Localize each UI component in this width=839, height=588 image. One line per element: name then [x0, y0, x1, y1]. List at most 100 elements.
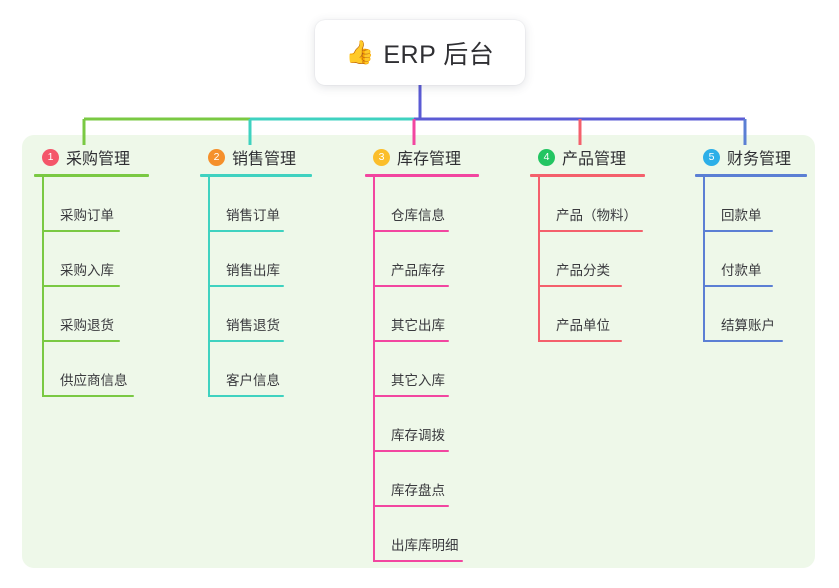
root-title: ERP 后台 [383, 40, 495, 69]
branch-number-badge: 1 [42, 148, 59, 166]
branch-item-list: 产品（物料） 产品分类产品单位 [522, 177, 645, 342]
branch-item-rule [703, 340, 783, 342]
branch-number-badge: 5 [703, 148, 720, 166]
branch-title: 库存管理 [397, 151, 462, 168]
branch-item-rule [208, 395, 284, 397]
branch-item-rule [208, 230, 284, 232]
branch-header-rule [34, 174, 149, 177]
branch-item-rule [42, 230, 120, 232]
branch-number-badge: 3 [373, 148, 390, 166]
branch-number-badge: 4 [538, 148, 555, 166]
branch-item[interactable]: 供应商信息 [26, 342, 149, 397]
branch-item-label: 回款单 [721, 208, 762, 223]
branch-item[interactable]: 付款单 [687, 232, 807, 287]
thumbs-up-icon: 👍 [345, 39, 375, 65]
branch-item-rule [373, 285, 449, 287]
branch-item-label: 产品单位 [556, 318, 610, 333]
branch-item-label: 采购入库 [60, 263, 114, 278]
branch-column-5: 5 财务管理回款单付款单结算账户 [687, 146, 807, 342]
branch-item[interactable]: 结算账户 [687, 287, 807, 342]
branch-item-rule [208, 340, 284, 342]
branch-item[interactable]: 客户信息 [192, 342, 312, 397]
branch-item-label: 采购退货 [60, 318, 114, 333]
branch-item-rule [208, 285, 284, 287]
branch-item-label: 产品（物料） [556, 208, 637, 223]
root-node[interactable]: 👍 ERP 后台 [315, 20, 525, 85]
branch-header-4[interactable]: 4 产品管理 [522, 146, 645, 168]
branch-item[interactable]: 其它入库 [357, 342, 479, 397]
branch-header-rule [695, 174, 807, 177]
branch-header-rule [200, 174, 312, 177]
branch-spine [703, 177, 705, 342]
branch-header-rule [530, 174, 645, 177]
branch-item-rule [373, 450, 449, 452]
branch-item[interactable]: 产品库存 [357, 232, 479, 287]
branch-spine [208, 177, 210, 397]
branch-item[interactable]: 出库库明细 [357, 507, 479, 562]
branch-item-rule [538, 340, 622, 342]
branch-item-rule [373, 395, 449, 397]
branch-column-4: 4 产品管理产品（物料） 产品分类产品单位 [522, 146, 645, 342]
branch-title: 产品管理 [562, 151, 627, 168]
branch-item-label: 销售出库 [226, 263, 280, 278]
branch-item-label: 客户信息 [226, 373, 280, 388]
branch-column-3: 3 库存管理仓库信息产品库存其它出库其它入库库存调拨库存盘点出库库明细 [357, 146, 479, 562]
branch-item[interactable]: 回款单 [687, 177, 807, 232]
branch-header-2[interactable]: 2 销售管理 [192, 146, 312, 168]
branch-number-badge: 2 [208, 148, 225, 166]
branch-title: 销售管理 [232, 151, 297, 168]
branch-item-label: 产品分类 [556, 263, 610, 278]
branches-panel [22, 135, 815, 568]
branch-item-label: 采购订单 [60, 208, 114, 223]
branch-item[interactable]: 库存调拨 [357, 397, 479, 452]
branch-column-2: 2 销售管理销售订单销售出库销售退货客户信息 [192, 146, 312, 397]
branch-title: 财务管理 [727, 151, 792, 168]
branch-item-list: 仓库信息产品库存其它出库其它入库库存调拨库存盘点出库库明细 [357, 177, 479, 562]
branch-item-label: 付款单 [721, 263, 762, 278]
branch-item-rule [703, 285, 773, 287]
branch-title: 采购管理 [66, 151, 131, 168]
branch-item[interactable]: 销售出库 [192, 232, 312, 287]
branch-item-rule [538, 285, 622, 287]
branch-item-rule [373, 340, 449, 342]
branch-item-rule [703, 230, 773, 232]
branch-item[interactable]: 采购订单 [26, 177, 149, 232]
branch-item-label: 销售退货 [226, 318, 280, 333]
branch-item-label: 仓库信息 [391, 208, 445, 223]
branch-item-rule [373, 505, 449, 507]
branch-item-rule [373, 230, 449, 232]
branch-item-label: 销售订单 [226, 208, 280, 223]
branch-header-5[interactable]: 5 财务管理 [687, 146, 807, 168]
branch-header-rule [365, 174, 479, 177]
branch-item[interactable]: 采购入库 [26, 232, 149, 287]
branch-item[interactable]: 仓库信息 [357, 177, 479, 232]
branch-header-3[interactable]: 3 库存管理 [357, 146, 479, 168]
branch-spine [538, 177, 540, 342]
branch-item-label: 库存调拨 [391, 428, 445, 443]
branch-item[interactable]: 其它出库 [357, 287, 479, 342]
branch-item[interactable]: 采购退货 [26, 287, 149, 342]
branch-item[interactable]: 销售订单 [192, 177, 312, 232]
branch-item-label: 出库库明细 [391, 538, 459, 553]
branch-header-1[interactable]: 1 采购管理 [26, 146, 149, 168]
branch-item[interactable]: 销售退货 [192, 287, 312, 342]
branch-item-label: 产品库存 [391, 263, 445, 278]
branch-item[interactable]: 产品分类 [522, 232, 645, 287]
branch-item[interactable]: 产品单位 [522, 287, 645, 342]
branch-item-rule [42, 395, 134, 397]
branch-item-rule [42, 340, 120, 342]
branch-item-label: 供应商信息 [60, 373, 128, 388]
branch-column-1: 1 采购管理采购订单采购入库采购退货供应商信息 [26, 146, 149, 397]
branch-item[interactable]: 库存盘点 [357, 452, 479, 507]
branch-item-label: 其它出库 [391, 318, 445, 333]
branch-spine [373, 177, 375, 562]
branch-spine [42, 177, 44, 397]
branch-item-rule [373, 560, 463, 562]
branch-item-label: 结算账户 [721, 318, 775, 333]
branch-item-rule [538, 230, 643, 232]
branch-item-list: 回款单付款单结算账户 [687, 177, 807, 342]
branch-item-list: 销售订单销售出库销售退货客户信息 [192, 177, 312, 397]
branch-item[interactable]: 产品（物料） [522, 177, 645, 232]
branch-item-label: 其它入库 [391, 373, 445, 388]
